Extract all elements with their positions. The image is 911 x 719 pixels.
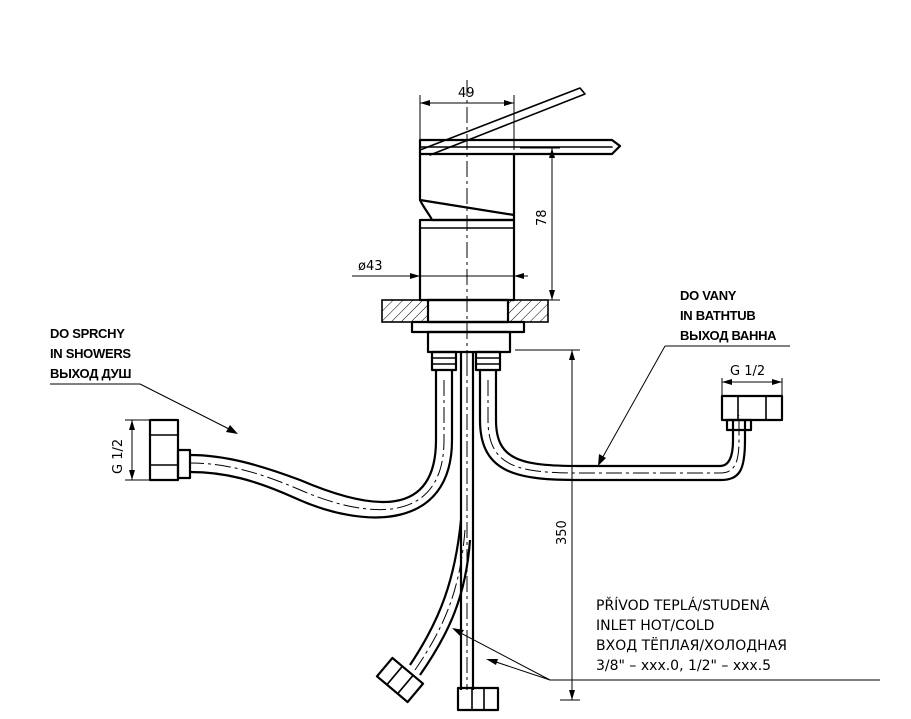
bathtub-thread-dimension: G 1/2 (721, 364, 783, 396)
bathtub-label: DO VANY IN BATHTUB ВЫХОД ВАННА (598, 288, 790, 466)
countertop-section (381, 299, 549, 354)
bathtub-label-en: IN BATHTUB (680, 308, 755, 323)
bathtub-label-cz: DO VANY (680, 288, 737, 303)
dimension-diameter: ø43 (352, 259, 528, 279)
bathtub-label-ru: ВЫХОД ВАННА (680, 328, 777, 343)
inlet-hose-straight (456, 352, 500, 712)
height-value: 78 (535, 209, 550, 226)
shower-label-ru: ВЫХОД ДУШ (50, 366, 131, 381)
mixer-handle (418, 87, 622, 156)
shower-label-en: IN SHOWERS (50, 346, 131, 361)
diameter-value: ø43 (358, 259, 383, 274)
shower-label: DO SPRCHY IN SHOWERS ВЫХОД ДУШ (50, 326, 238, 434)
inlet-label-ru: ВХОД ТЁПЛАЯ/ХОЛОДНАЯ (596, 636, 787, 654)
bathtub-thread-value: G 1/2 (730, 364, 765, 379)
hose-length-value: 350 (555, 520, 570, 545)
dimension-height: 78 (520, 147, 560, 301)
inlet-label-en: INLET HOT/COLD (596, 618, 714, 634)
shower-label-cz: DO SPRCHY (50, 326, 125, 341)
shower-outlet-pipe (148, 350, 458, 519)
dimension-hose-length: 350 (515, 349, 580, 701)
width-value: 49 (458, 86, 475, 101)
shower-thread-value: G 1/2 (111, 439, 126, 474)
inlet-label: PŘÍVOD TEPLÁ/STUDENÁ INLET HOT/COLD ВХОД… (452, 597, 880, 681)
inlet-label-cz: PŘÍVOD TEPLÁ/STUDENÁ (596, 597, 770, 614)
inlet-hose-bent (375, 519, 472, 704)
inlet-label-size: 3/8" – xxx.0, 1/2" – xxx.5 (596, 658, 771, 674)
bathtub-outlet-pipe (474, 350, 784, 482)
shower-thread-dimension: G 1/2 (111, 419, 150, 481)
